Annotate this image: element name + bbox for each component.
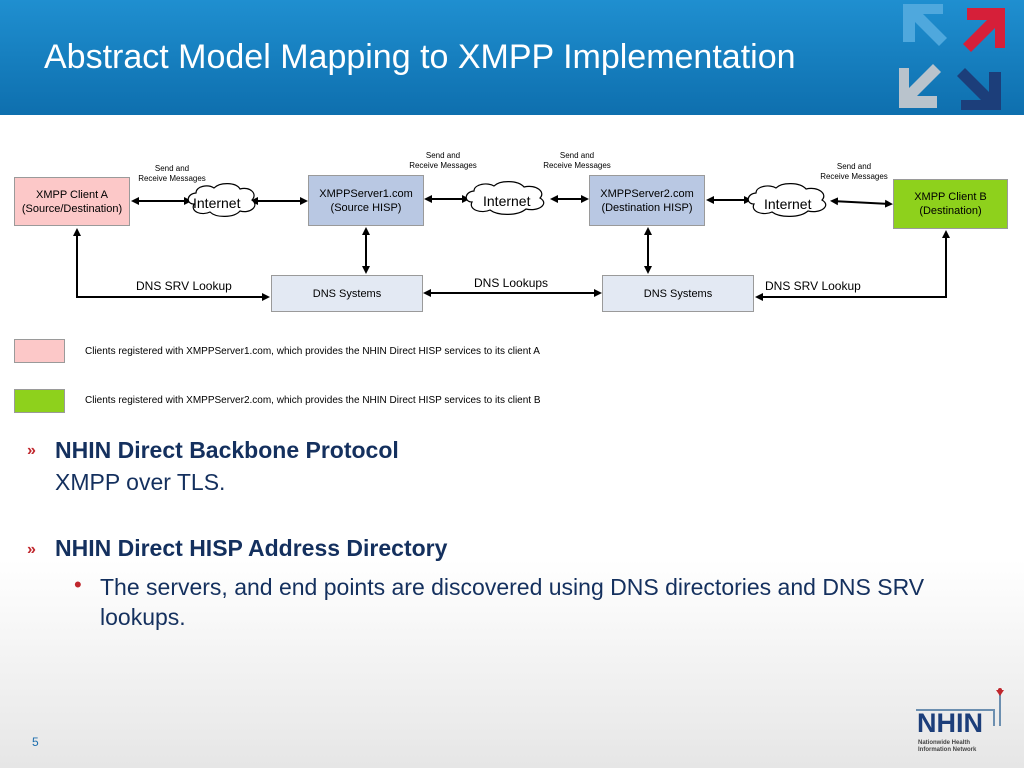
bullet-marker-1: » bbox=[27, 442, 36, 459]
legend-text-client-a: Clients registered with XMPPServer1.com,… bbox=[85, 346, 540, 357]
sub-bullet-dot: • bbox=[74, 572, 82, 597]
dns-systems-right-box: DNS Systems bbox=[602, 275, 754, 312]
dns-lookups-label: DNS Lookups bbox=[474, 276, 549, 290]
bullet-marker-2: » bbox=[27, 541, 36, 558]
nhin-logo-text: NHIN bbox=[917, 708, 983, 738]
internet-cloud-1 bbox=[187, 183, 256, 217]
arrow-internet3-clientb bbox=[830, 197, 893, 208]
dns-srv-lookup-left-label: DNS SRV Lookup bbox=[136, 279, 232, 293]
legend-swatch-client-b bbox=[14, 389, 65, 413]
nhin-logo-subtext-2: Information Network bbox=[918, 747, 977, 753]
dns-srv-lookup-right-label: DNS SRV Lookup bbox=[765, 279, 861, 293]
arrow-top-left-icon bbox=[903, 4, 947, 46]
send-receive-label-1: Send and Receive Messages bbox=[138, 164, 206, 183]
internet-cloud-3 bbox=[747, 183, 827, 217]
nhin-arrows-emblem bbox=[899, 4, 1005, 110]
internet-label-1: Internet bbox=[193, 195, 241, 211]
xmpp-server2-box: XMPPServer2.com (Destination HISP) bbox=[589, 175, 705, 226]
xmpp-client-b-box: XMPP Client B (Destination) bbox=[893, 179, 1008, 229]
xmpp-server1-label: XMPPServer1.com (Source HISP) bbox=[319, 187, 413, 214]
dns-systems-right-label: DNS Systems bbox=[643, 287, 713, 300]
arrow-top-right-icon bbox=[963, 8, 1005, 52]
xmpp-server1-box: XMPPServer1.com (Source HISP) bbox=[308, 175, 424, 226]
xmpp-server2-label: XMPPServer2.com (Destination HISP) bbox=[600, 187, 694, 214]
arrow-clientb-dns bbox=[755, 230, 950, 301]
bullet-sub-xmpp-over-tls: XMPP over TLS. bbox=[55, 469, 226, 495]
nhin-logo: NHIN Nationwide Health Information Netwo… bbox=[912, 688, 1012, 758]
nhin-logo-frame bbox=[916, 688, 1004, 726]
send-receive-label-4: Send and Receive Messages bbox=[820, 162, 888, 181]
send-receive-label-2: Send and Receive Messages bbox=[409, 151, 477, 170]
xmpp-client-a-label: XMPP Client A (Source/Destination) bbox=[21, 188, 123, 215]
dns-systems-left-label: DNS Systems bbox=[312, 287, 382, 300]
legend-swatch-client-a bbox=[14, 339, 65, 363]
internet-label-3: Internet bbox=[764, 196, 812, 212]
internet-cloud-2 bbox=[465, 181, 545, 215]
arrow-bottom-right-icon bbox=[957, 68, 1001, 110]
arrow-bottom-left-icon bbox=[899, 64, 941, 108]
xmpp-client-b-label: XMPP Client B (Destination) bbox=[914, 191, 987, 217]
nhin-logo-subtext-1: Nationwide Health bbox=[918, 740, 971, 746]
page-number: 5 bbox=[32, 735, 39, 749]
sub-bullet-text-dns-discovery: The servers, and end points are discover… bbox=[100, 574, 925, 630]
xmpp-client-a-box: XMPP Client A (Source/Destination) bbox=[14, 177, 130, 226]
internet-label-2: Internet bbox=[483, 193, 531, 209]
bullet-heading-address-directory: NHIN Direct HISP Address Directory bbox=[55, 535, 448, 561]
architecture-diagram bbox=[73, 181, 950, 301]
slide-title: Abstract Model Mapping to XMPP Implement… bbox=[44, 38, 796, 76]
slide-header: Abstract Model Mapping to XMPP Implement… bbox=[0, 0, 1024, 115]
bullet-heading-backbone-protocol: NHIN Direct Backbone Protocol bbox=[55, 437, 399, 463]
send-receive-label-3: Send and Receive Messages bbox=[543, 151, 611, 170]
dns-systems-left-box: DNS Systems bbox=[271, 275, 423, 312]
legend-text-client-b: Clients registered with XMPPServer2.com,… bbox=[85, 395, 541, 406]
arrow-clienta-dns bbox=[73, 228, 270, 301]
